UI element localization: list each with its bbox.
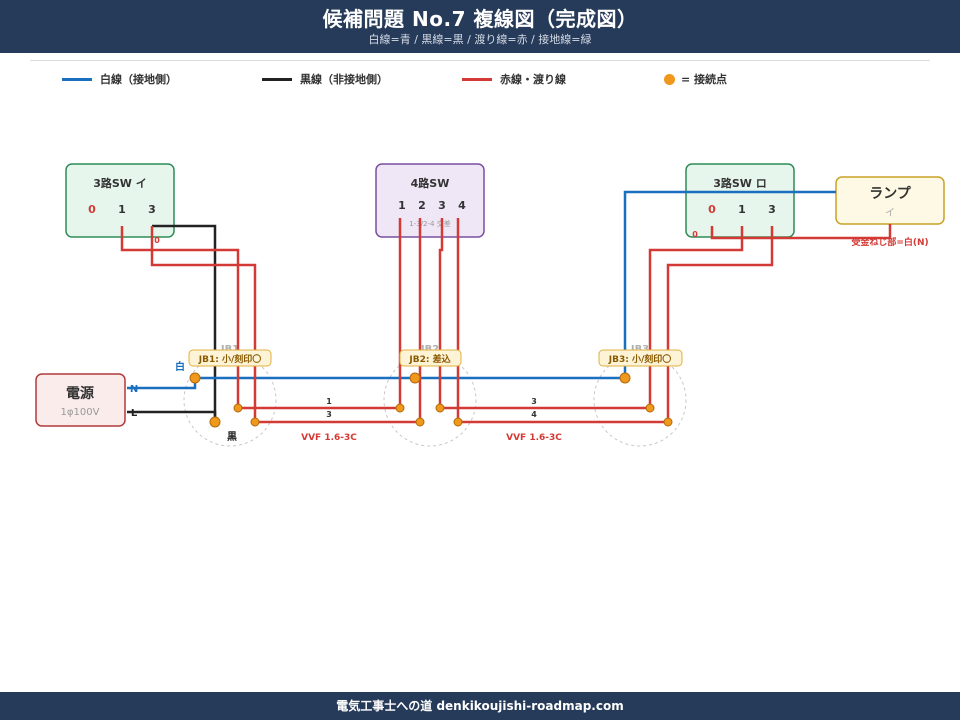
- cable2-core-bottom: 4: [531, 410, 537, 419]
- joint-dot: [250, 417, 260, 427]
- legend-item-white: 白線（接地側）: [62, 72, 177, 86]
- power-title: 電源: [66, 385, 94, 402]
- red-wire-sw3b-t1: [648, 226, 744, 408]
- switch-3way-b-terminal-0: 0: [708, 203, 716, 216]
- switch-3way-a-terminal-0: 0: [88, 203, 96, 216]
- legend-label-white: 白線（接地側）: [100, 73, 177, 86]
- legend-swatch-red: [462, 77, 492, 81]
- switch-4way-note: 1-3/2-4 交差: [409, 219, 450, 228]
- switch-3way-a-tag: 0: [154, 236, 160, 245]
- lamp-note: 受金ねじ部=白(N): [851, 236, 928, 248]
- legend-item-red: 赤線・渡り線: [462, 72, 566, 86]
- power-terminal-l: L: [131, 408, 138, 419]
- switch-3way-b-box: [685, 163, 795, 238]
- cable1-core-top: 1: [326, 397, 332, 406]
- lamp-sub: イ: [885, 208, 895, 219]
- legend-label-joint: = 接続点: [681, 73, 728, 86]
- switch-4way-terminal-1: 1: [398, 199, 406, 212]
- switch-4way-terminal-4: 4: [458, 199, 466, 212]
- red-wire-sw3b-t3: [666, 226, 774, 422]
- joint-dot: [233, 403, 243, 413]
- jb3-label-box: [598, 349, 683, 367]
- joint-dot: [415, 417, 425, 427]
- legend-item-black: 黒線（非接地側）: [262, 72, 388, 86]
- red-wire-sw4-t3: [438, 218, 444, 408]
- jb2-label: JB2: 差込: [408, 353, 450, 365]
- legend-swatch-black: [262, 77, 292, 81]
- jb1-label: JB1: 小/刻印〇: [198, 353, 262, 365]
- joint-dot: [435, 403, 445, 413]
- joint-dot: [189, 372, 201, 384]
- footer-text: 電気工事士への道 denkikoujishi-roadmap.com: [336, 699, 624, 713]
- footer-bar: 電気工事士への道 denkikoujishi-roadmap.com: [0, 692, 960, 720]
- cable2-core-top: 3: [531, 397, 537, 406]
- power-box: [35, 373, 126, 427]
- red-wire-sw3a-t3: [150, 226, 257, 422]
- black-wire-label: 黒: [227, 431, 237, 443]
- page-title: 候補問題 No.7 複線図（完成図）: [322, 7, 638, 31]
- switch-4way-terminal-3: 3: [438, 199, 446, 212]
- jb2-circle: [383, 353, 477, 447]
- legend-label-black: 黒線（非接地側）: [300, 73, 388, 86]
- jb3-circle: [593, 353, 687, 447]
- legend-item-joint: = 接続点: [664, 72, 727, 86]
- white-wire-main: [127, 376, 625, 390]
- switch-4way-terminal-2: 2: [418, 199, 426, 212]
- white-wire-lamp: [623, 190, 836, 378]
- switch-4way-title: 4路SW: [411, 176, 450, 190]
- switch-3way-b-title: 3路SW ロ: [713, 176, 767, 190]
- switch-3way-a-terminal-1: 1: [118, 203, 126, 216]
- red-wire-sw3a-t1: [120, 226, 240, 408]
- switch-3way-b-terminal-1: 1: [738, 203, 746, 216]
- joint-dot: [645, 403, 655, 413]
- black-wire-sw3a: [152, 224, 217, 422]
- header-bar: 候補問題 No.7 複線図（完成図） 白線=青 / 黒線=黒 / 渡り線=赤 /…: [0, 0, 960, 53]
- jb1-label-box: [188, 349, 272, 367]
- power-sub: 1φ100V: [61, 407, 100, 418]
- jb3-label: JB3: 小/刻印〇: [608, 353, 672, 365]
- joint-dot: [395, 403, 405, 413]
- jb2-label-box: [399, 349, 462, 367]
- switch-3way-b-tag: 0: [692, 230, 698, 239]
- cable1-label: VVF 1.6-3C: [301, 433, 357, 443]
- cable2-label: VVF 1.6-3C: [506, 433, 562, 443]
- legend-joint-dot: [664, 73, 675, 85]
- header-divider: [30, 60, 930, 61]
- switch-3way-b-terminal-3: 3: [768, 203, 776, 216]
- joint-dot: [619, 372, 631, 384]
- joint-dot: [663, 417, 673, 427]
- white-wire-label: 白: [175, 360, 185, 373]
- switch-3way-a-box: [65, 163, 175, 238]
- page-subtitle: 白線=青 / 黒線=黒 / 渡り線=赤 / 接地線=緑: [368, 33, 592, 46]
- joint-dot: [209, 416, 221, 428]
- legend-label-red: 赤線・渡り線: [500, 73, 566, 86]
- cable1-core-bottom: 3: [326, 410, 332, 419]
- joint-dot: [409, 372, 421, 384]
- lamp-title: ランプ: [869, 186, 912, 202]
- joint-dot: [453, 417, 463, 427]
- red-wire-lamp: [710, 224, 892, 240]
- black-wire-power: [127, 410, 217, 422]
- power-terminal-n: N: [130, 384, 138, 395]
- switch-3way-a-title: 3路SW イ: [93, 176, 147, 190]
- legend-swatch-white: [62, 77, 92, 81]
- switch-3way-a-terminal-3: 3: [148, 203, 156, 216]
